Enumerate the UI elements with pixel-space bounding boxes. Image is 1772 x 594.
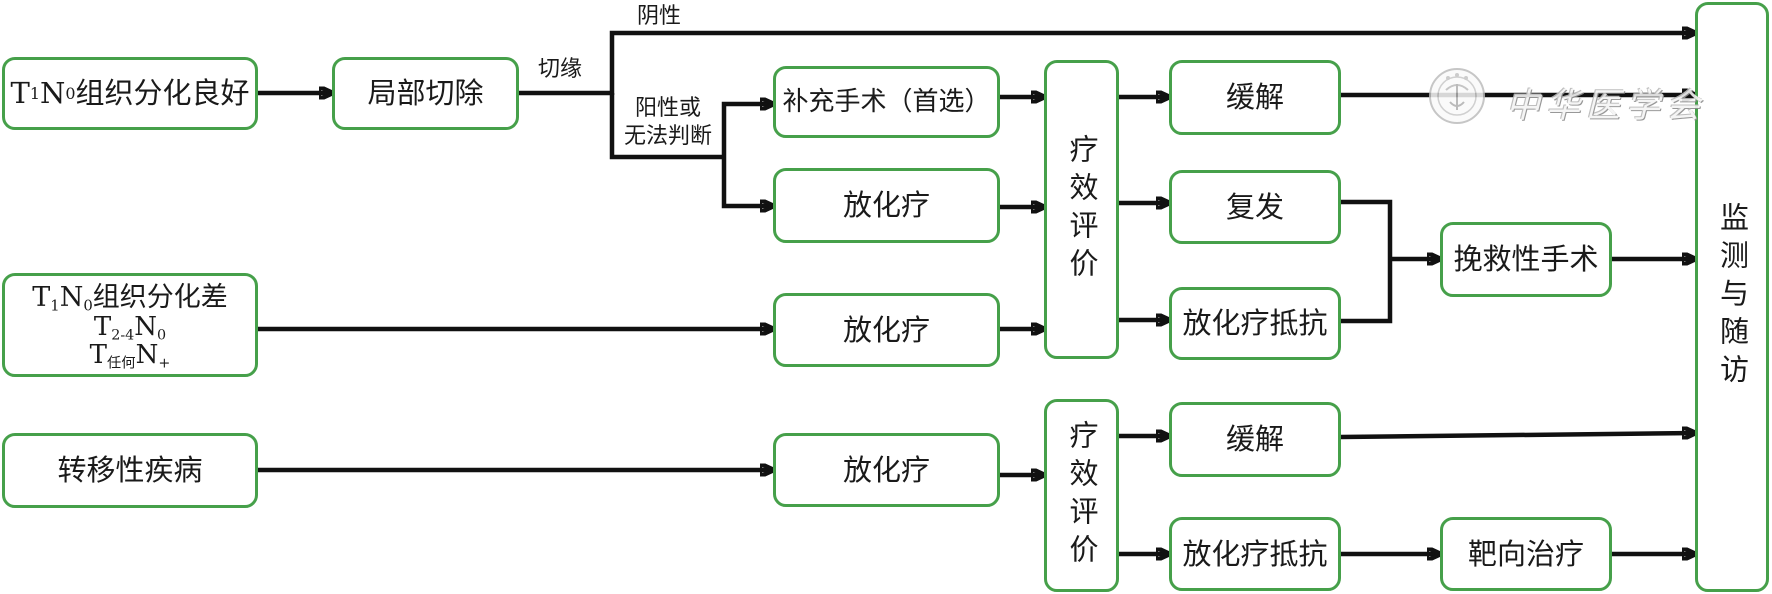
connector-positive-to-chemoradiotherapy-1	[721, 157, 774, 206]
node-efficacy-eval-2: 疗效评价	[1044, 399, 1119, 592]
node-low-risk-desc: 组织分化良好	[75, 76, 250, 110]
connector-positive-branch	[609, 93, 724, 160]
node-chemoradiotherapy-2: 放化疗	[773, 293, 1000, 367]
n-stage: N	[39, 76, 66, 110]
n-stage-sub: +	[158, 354, 171, 371]
connector-remission-2-to-monitoring	[1340, 433, 1696, 437]
n-stage: N	[135, 339, 159, 370]
n-stage-sub: 0	[157, 326, 167, 343]
node-high-risk: T1N0组织分化差 T2-4N0 T任何N+	[2, 273, 258, 377]
node-supplementary-surgery: 补充手术（首选）	[773, 66, 1000, 138]
edge-label-positive-line-2: 无法判断	[623, 124, 712, 149]
node-efficacy-eval-1-label: 疗效评价	[1065, 133, 1099, 286]
node-efficacy-eval-1: 疗效评价	[1044, 60, 1119, 359]
n-stage: N	[59, 281, 84, 313]
edge-label-positive-line-1: 阳性或	[634, 96, 701, 121]
n-stage-sub: 0	[83, 295, 93, 314]
node-high-risk-line-2: T2-4N0	[93, 311, 167, 343]
node-targeted-therapy: 靶向治疗	[1440, 517, 1612, 591]
node-salvage-surgery: 挽救性手术	[1440, 222, 1612, 297]
edge-label-margin: 切缘	[538, 57, 583, 82]
connector-negative-to-monitoring	[609, 33, 1696, 95]
node-local-excision: 局部切除	[332, 57, 519, 130]
t-stage: T	[32, 281, 51, 313]
node-high-risk-line-3: T任何N+	[89, 339, 171, 371]
t-stage: T	[10, 76, 30, 110]
t-stage-sub: 2-4	[111, 326, 135, 343]
connector-positive-to-supplementary-surgery	[721, 104, 774, 157]
node-high-risk-line-1: T1N0组织分化差	[32, 282, 228, 313]
connector-recurrence-resistance-merge	[1341, 199, 1393, 324]
node-efficacy-eval-2-label: 疗效评价	[1065, 419, 1099, 572]
n-stage: N	[134, 311, 157, 342]
node-monitoring: 监测与随访	[1695, 2, 1769, 592]
node-remission-1: 缓解	[1169, 60, 1341, 135]
node-metastatic: 转移性疾病	[2, 433, 258, 508]
node-recurrence: 复发	[1169, 170, 1341, 244]
node-remission-2: 缓解	[1169, 402, 1341, 477]
edge-label-negative: 阴性	[637, 4, 682, 29]
node-chemoradiotherapy-3: 放化疗	[773, 433, 1000, 507]
node-monitoring-label: 监测与随访	[1715, 202, 1750, 392]
t-stage: T	[93, 311, 112, 342]
node-resistance-1: 放化疗抵抗	[1169, 287, 1341, 360]
node-resistance-2: 放化疗抵抗	[1169, 517, 1341, 591]
t-stage-sub: 任何	[107, 354, 136, 371]
edge-label-positive: 阳性或 无法判断	[612, 95, 724, 151]
node-chemoradiotherapy-1: 放化疗	[773, 168, 1000, 243]
t-stage-sub: 1	[50, 295, 60, 314]
t-stage: T	[89, 339, 107, 370]
node-high-risk-desc: 组织分化差	[92, 281, 228, 313]
